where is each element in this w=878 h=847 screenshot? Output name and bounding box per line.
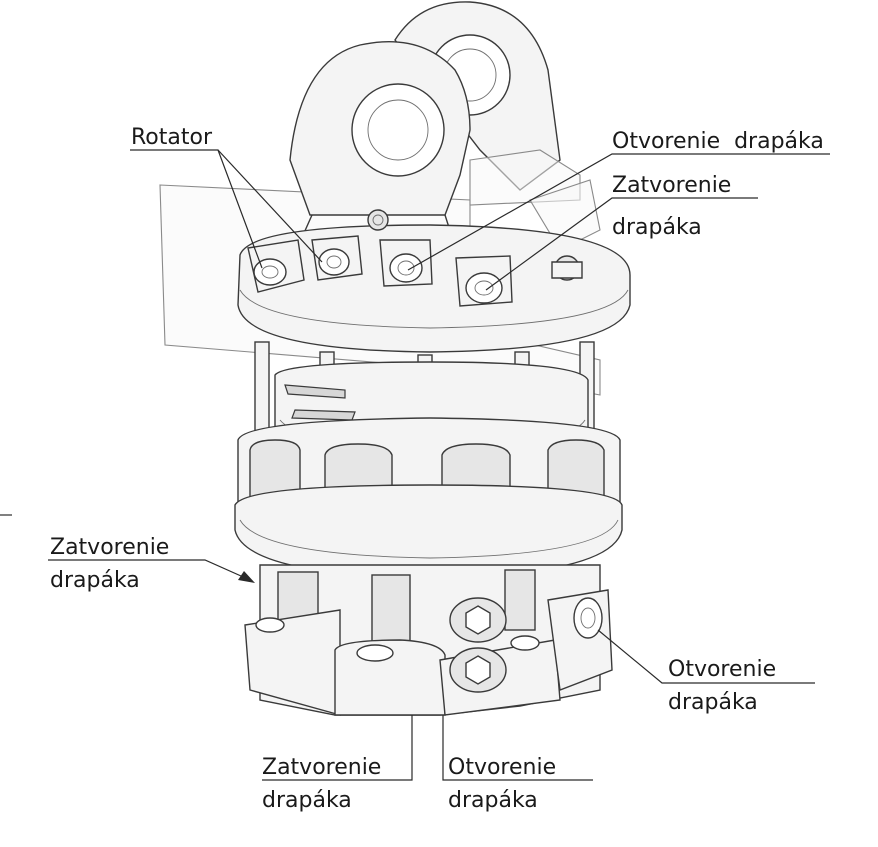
- socket-cap-lower: [449, 647, 507, 693]
- label-bottom-close-line2: drapáka: [262, 788, 352, 813]
- label-top-open: Otvorenie drapáka: [612, 129, 824, 154]
- label-bottom-close-line1: Zatvorenie: [262, 755, 381, 780]
- socket-cap-upper: [449, 597, 507, 643]
- label-right-open-line2: drapáka: [668, 690, 758, 715]
- rotator-illustration: [159, 1, 631, 716]
- flange-ring: [234, 484, 623, 579]
- leader-rotator-2: [217, 149, 323, 263]
- leader-top-open: [407, 153, 830, 271]
- leader-bottom-close: [262, 715, 413, 781]
- hydraulic-port-4: [455, 255, 513, 307]
- leader-left-close: [48, 559, 251, 581]
- label-top-close-line1: Zatvorenie: [612, 173, 731, 198]
- leader-top-close: [485, 197, 758, 291]
- label-rotator: Rotator: [131, 125, 213, 150]
- label-bottom-open-line1: Otvorenie: [448, 755, 556, 780]
- hydraulic-port-2: [311, 235, 363, 281]
- leader-left-close-arrowhead: [238, 571, 255, 583]
- label-top-close-line2: drapáka: [612, 215, 702, 240]
- hydraulic-port-1: [247, 239, 305, 293]
- label-left-close-line1: Zatvorenie: [50, 535, 169, 560]
- label-bottom-open-line2: drapáka: [448, 788, 538, 813]
- leader-right-open: [597, 629, 815, 684]
- label-left-close-line2: drapáka: [50, 568, 140, 593]
- swivel-block: [244, 564, 613, 716]
- label-right-open-line1: Otvorenie: [668, 657, 776, 682]
- callout-labels: Rotator Otvorenie drapáka Zatvorenie dra…: [50, 125, 824, 813]
- leader-lines: [0, 149, 830, 781]
- leader-bottom-open: [442, 715, 593, 781]
- hydraulic-port-3: [379, 239, 433, 287]
